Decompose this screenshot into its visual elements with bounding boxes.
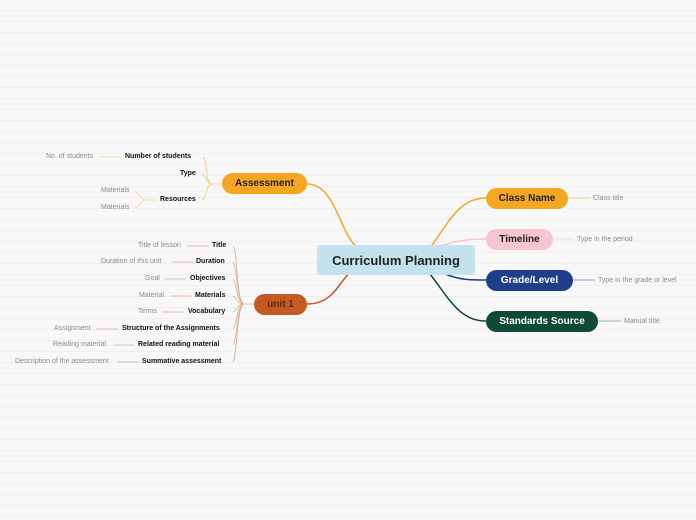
title-note[interactable]: Title of lesson xyxy=(138,242,181,249)
number-of-students-note[interactable]: No. of students xyxy=(46,153,94,160)
timeline-note[interactable]: Type in the period xyxy=(577,236,633,243)
assessment-type[interactable]: Type xyxy=(180,170,196,177)
assessment-resources[interactable]: Resources xyxy=(160,196,196,203)
unit-related-reading-material[interactable]: Related reading material xyxy=(138,341,220,348)
unit-objectives[interactable]: Objectives xyxy=(190,275,226,282)
branch-standards-source[interactable]: Standards Source xyxy=(486,311,598,332)
central-topic[interactable]: Curriculum Planning xyxy=(317,245,475,275)
resources-note[interactable]: Materials xyxy=(101,204,130,211)
unit-vocabulary[interactable]: Vocabulary xyxy=(188,308,226,315)
branch-assessment[interactable]: Assessment xyxy=(222,173,307,194)
connector-assessment xyxy=(306,183,367,251)
assessment-number-of-students[interactable]: Number of students xyxy=(125,153,192,160)
structure-note[interactable]: Assignment xyxy=(54,325,91,332)
class-name-note[interactable]: Class title xyxy=(593,195,624,202)
standards-source-note[interactable]: Manual title xyxy=(624,318,660,325)
duration-note[interactable]: Duration of this unit xyxy=(101,258,162,265)
unit-duration[interactable]: Duration xyxy=(196,258,225,265)
connector-timeline xyxy=(439,238,487,247)
connector-class-name xyxy=(429,197,487,249)
branch-grade-level[interactable]: Grade/Level xyxy=(486,270,573,291)
connector-grade xyxy=(444,273,487,281)
summative-assessment-note[interactable]: Description of the assessment xyxy=(15,358,109,365)
branch-timeline[interactable]: Timeline xyxy=(486,229,553,250)
objectives-note[interactable]: Goal xyxy=(145,275,160,282)
grade-level-note[interactable]: Type in the grade or level xyxy=(598,277,677,284)
unit-summative-assessment[interactable]: Summative assessment xyxy=(142,358,222,365)
branch-unit-1[interactable]: unit 1 xyxy=(254,294,307,315)
connector-standards xyxy=(429,273,487,322)
materials-note[interactable]: Material xyxy=(139,292,164,299)
vocabulary-note[interactable]: Terms xyxy=(138,308,158,315)
unit-structure-of-assignments[interactable]: Structure of the Assignments xyxy=(122,325,220,332)
reading-material-note[interactable]: Reading material xyxy=(53,341,106,348)
branch-class-name[interactable]: Class Name xyxy=(486,188,568,209)
resources-note[interactable]: Materials xyxy=(101,187,130,194)
unit-title[interactable]: Title xyxy=(212,242,227,249)
unit-materials[interactable]: Materials xyxy=(195,292,226,299)
